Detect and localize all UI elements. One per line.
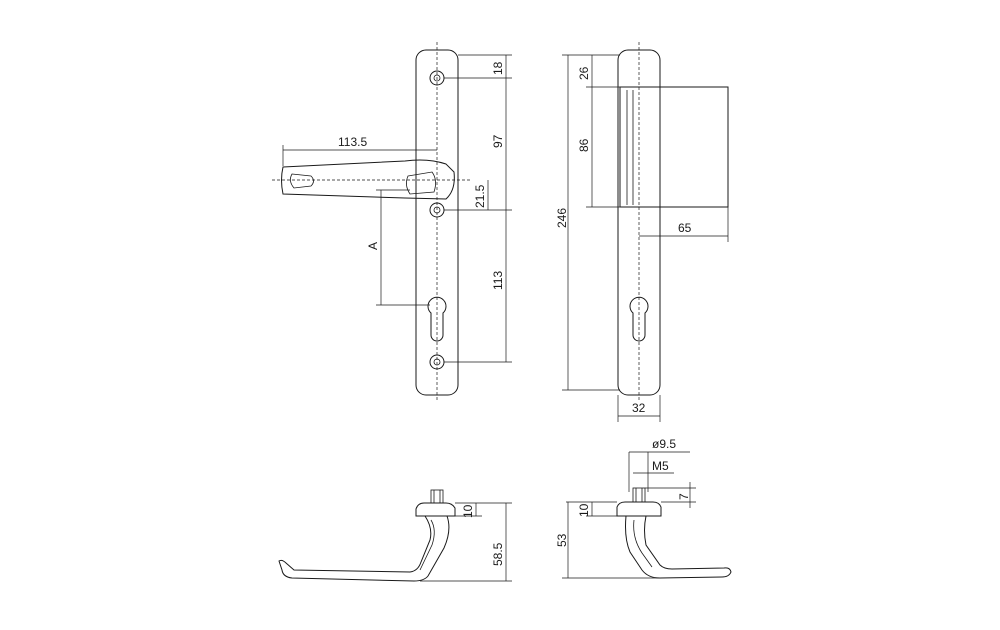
dim-handle-to-hole: 97 [491, 134, 505, 148]
front-handle-neck [406, 171, 436, 195]
dim-right-rosette: 10 [577, 503, 591, 517]
left-rosette [415, 502, 456, 517]
dim-lower-hole: 113 [491, 271, 505, 290]
dim-left-handle-height: 58.5 [491, 542, 505, 566]
front-view: 113.5 18 97 113 21.5 A [272, 42, 512, 400]
dim-backset: A [366, 242, 380, 250]
right-rosette [616, 501, 662, 517]
bottom-left-view: 10 58.5 [278, 489, 512, 582]
side-handle-block [619, 86, 729, 208]
front-handle-grip [290, 173, 314, 189]
dim-top-offset: 18 [491, 61, 505, 75]
dim-handle-length: 113.5 [338, 135, 367, 149]
front-handle [281, 159, 455, 200]
dim-axis-offset: 21.5 [473, 184, 487, 208]
dim-spindle: ø9.5 [652, 437, 676, 451]
dim-plate-height: 246 [555, 208, 569, 228]
keyhole-icon [427, 296, 447, 342]
right-lever [625, 515, 732, 579]
dim-side-top: 26 [577, 66, 591, 80]
dim-left-rosette: 10 [461, 504, 475, 518]
dim-screw-height: 7 [677, 493, 691, 500]
dim-side-projection: 65 [678, 221, 692, 235]
left-lever [278, 515, 450, 582]
side-keyhole-icon [629, 296, 649, 342]
dim-right-handle-height: 53 [555, 533, 569, 547]
bottom-right-view: ø9.5 M5 7 10 53 [555, 437, 732, 579]
side-view: 246 26 86 65 32 [555, 42, 729, 422]
dim-side-handle: 86 [577, 138, 591, 152]
dim-plate-width: 32 [632, 401, 646, 415]
dim-thread: M5 [652, 459, 669, 473]
